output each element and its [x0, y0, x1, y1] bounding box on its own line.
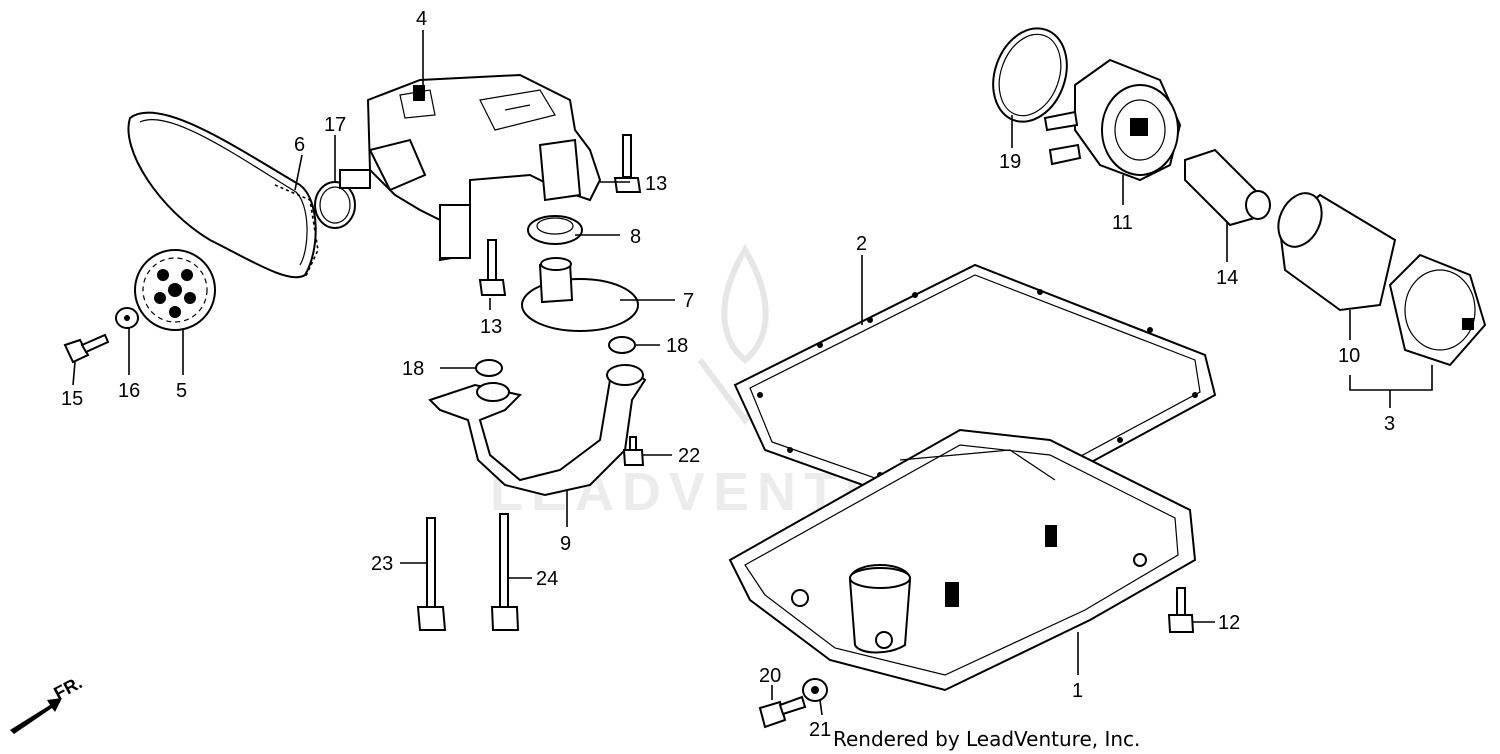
callout-20: 20: [759, 665, 781, 687]
callout-18-right: 18: [666, 335, 688, 357]
pump-bolt-upper: [613, 134, 642, 193]
callout-15: 15: [61, 388, 83, 410]
callout-labels: 4 6 17 13 8 7 13 18 18 22 9 23 24 5 16 1…: [61, 8, 1395, 741]
oil-pressure-relief-valve: [1184, 148, 1271, 227]
oil-seal: [527, 215, 583, 245]
oil-pump-sprocket: [134, 249, 216, 331]
oil-strainer-plate: [521, 257, 639, 332]
oil-filter-element: [1277, 192, 1397, 312]
pump-bolt-lower: [478, 239, 507, 296]
callout-7: 7: [683, 290, 694, 312]
long-bolt-24: [490, 513, 520, 631]
pan-bolt: [1167, 587, 1195, 633]
callout-14: 14: [1216, 267, 1238, 289]
oil-pan-gasket: [733, 263, 1217, 527]
callout-1: 1: [1072, 680, 1083, 702]
callout-22: 22: [678, 445, 700, 467]
oil-pump-assembly: [339, 73, 602, 262]
sprocket-bolt: [63, 333, 110, 364]
callout-19: 19: [999, 151, 1021, 173]
credit-text: Rendered by LeadVenture, Inc.: [833, 727, 1140, 751]
callout-23: 23: [371, 553, 393, 575]
callout-16: 16: [118, 380, 140, 402]
callout-6: 6: [294, 134, 305, 156]
callout-8: 8: [630, 226, 641, 248]
callout-9: 9: [560, 533, 571, 555]
oil-filter-cartridge: [1388, 253, 1487, 367]
callout-13-upper: 13: [645, 173, 667, 195]
drain-washer: [802, 678, 828, 702]
sprocket-washer: [115, 307, 139, 329]
callout-3: 3: [1384, 413, 1395, 435]
callout-21: 21: [809, 719, 831, 741]
front-direction-arrow: FR.: [10, 672, 85, 734]
callout-4: 4: [416, 8, 427, 30]
long-bolt-23: [416, 517, 447, 631]
oil-filter-housing: [1043, 58, 1182, 182]
callout-10: 10: [1338, 345, 1360, 367]
callout-12: 12: [1218, 612, 1240, 634]
callout-5: 5: [176, 380, 187, 402]
drain-bolt: [758, 695, 807, 729]
oil-pan: [728, 428, 1197, 692]
filter-housing-o-ring: [992, 27, 1068, 123]
callout-2: 2: [856, 233, 867, 255]
o-ring-washer-left: [475, 359, 503, 377]
pipe-bolt: [622, 436, 645, 466]
pump-o-ring: [314, 181, 356, 229]
oil-pump-chain: [127, 111, 319, 279]
callout-18-left: 18: [402, 358, 424, 380]
callout-24: 24: [536, 568, 558, 590]
callout-13-lower: 13: [480, 316, 502, 338]
leader-lines: [72, 30, 1433, 716]
oil-pipe: [428, 364, 647, 497]
callout-11: 11: [1112, 212, 1133, 234]
o-ring-washer-right: [608, 336, 636, 354]
callout-17: 17: [324, 114, 346, 136]
